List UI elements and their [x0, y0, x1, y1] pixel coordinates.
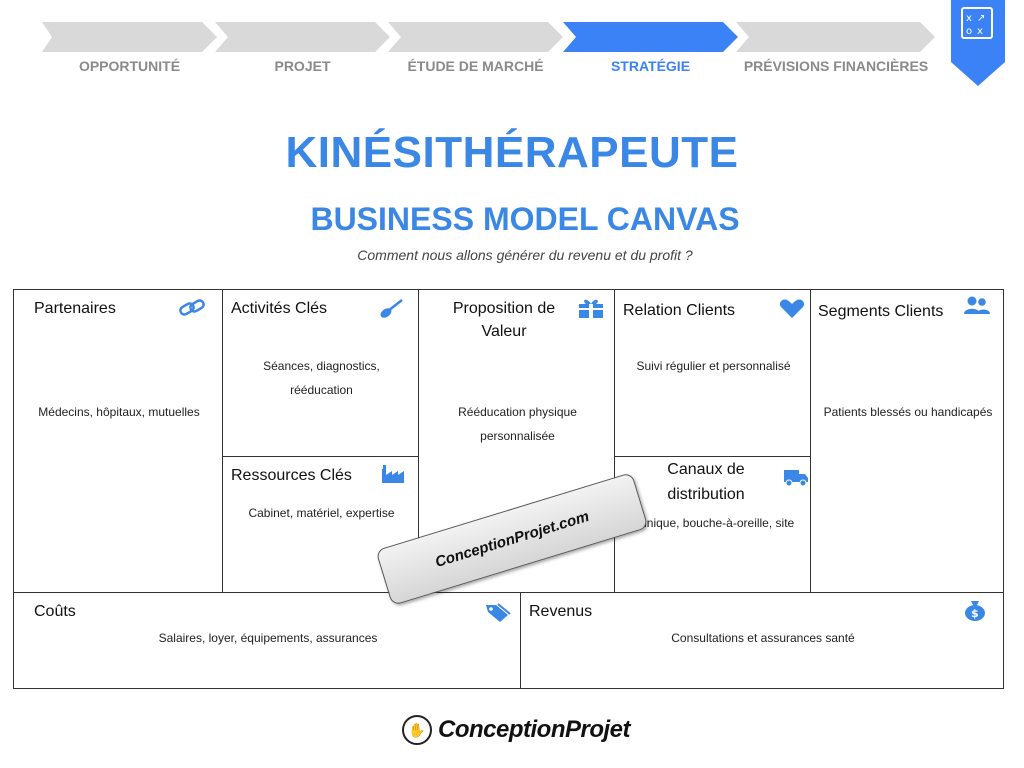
proposition-title-2: Valeur [481, 323, 527, 340]
svg-text:o: o [966, 26, 972, 37]
proposition-text-1: Rééducation physique [458, 405, 577, 419]
step-label-strategie: STRATÉGIE [610, 58, 691, 74]
partenaires-title: Partenaires [34, 300, 116, 317]
logo-icon: ✋ [402, 715, 432, 745]
svg-text:$: $ [971, 607, 979, 620]
ressources-title: Ressources Clés [231, 467, 352, 484]
step-projet[interactable] [215, 22, 390, 52]
step-label-etude: ÉTUDE DE MARCHÉ [407, 58, 544, 74]
factory-icon [382, 465, 404, 483]
segments-title: Segments Clients [818, 303, 944, 320]
svg-text:x: x [977, 26, 983, 37]
cell-segments-clients: Segments Clients Patients blessés ou han… [810, 289, 1004, 593]
revenus-title: Revenus [529, 603, 593, 620]
relation-text: Suivi régulier et personnalisé [636, 359, 791, 373]
activites-title: Activités Clés [231, 300, 328, 317]
page-tagline: Comment nous allons générer du revenu et… [357, 247, 693, 263]
couts-text: Salaires, loyer, équipements, assurances [158, 631, 378, 645]
truck-icon [784, 470, 808, 487]
canaux-title-2: distribution [667, 486, 745, 503]
cell-revenus: Revenus $ Consultations et assurances sa… [520, 592, 1004, 689]
couts-title: Coûts [34, 603, 76, 620]
tag-icon [486, 603, 511, 622]
step-label-projet: PROJET [274, 58, 331, 74]
cell-canaux-distribution: Canaux de distribution Clinique, bouche-… [614, 456, 811, 593]
logo-text: ConceptionProjet [438, 716, 631, 743]
cell-activites-cles: Activités Clés Séances, diagnostics, réé… [222, 289, 419, 457]
relation-title: Relation Clients [623, 302, 736, 319]
partenaires-text: Médecins, hôpitaux, mutuelles [38, 405, 200, 419]
activites-text-1: Séances, diagnostics, [263, 359, 380, 373]
users-icon [964, 296, 990, 314]
progress-steps: OPPORTUNITÉ PROJET ÉTUDE DE MARCHÉ STRAT… [42, 22, 942, 74]
svg-text:↗: ↗ [977, 13, 985, 24]
business-model-canvas: Partenaires Médecins, hôpitaux, mutuelle… [13, 289, 1004, 689]
page-subtitle: BUSINESS MODEL CANVAS [310, 201, 740, 237]
gift-icon [579, 299, 603, 318]
svg-text:x: x [966, 13, 972, 24]
cell-couts: Coûts Salaires, loyer, équipements, assu… [13, 592, 521, 689]
activites-text-2: rééducation [290, 383, 353, 397]
cell-relation-clients: Relation Clients Suivi régulier et perso… [614, 289, 811, 457]
step-label-opportunite: OPPORTUNITÉ [78, 58, 181, 74]
cell-partenaires: Partenaires Médecins, hôpitaux, mutuelle… [13, 289, 223, 593]
money-bag-icon: $ [965, 601, 985, 621]
strategy-bookmark-badge[interactable]: x ↗ o x [951, 0, 1005, 86]
link-icon [179, 299, 205, 316]
canaux-title-1: Canaux de [667, 461, 745, 478]
step-opportunite[interactable] [42, 22, 217, 52]
step-label-previsions: PRÉVISIONS FINANCIÈRES [743, 58, 929, 74]
shovel-icon [380, 299, 403, 318]
footer-logo[interactable]: ✋ ConceptionProjet [402, 712, 631, 748]
cell-ressources-cles: Ressources Clés Cabinet, matériel, exper… [222, 456, 419, 593]
segments-text: Patients blessés ou handicapés [823, 405, 993, 419]
step-etude-de-marche[interactable] [388, 22, 563, 52]
step-strategie[interactable] [563, 22, 738, 52]
page-title: KINÉSITHÉRAPEUTE [285, 128, 739, 177]
revenus-text: Consultations et assurances santé [671, 631, 855, 645]
step-previsions-financieres[interactable] [736, 22, 936, 52]
proposition-title-1: Proposition de [452, 300, 556, 317]
canaux-text: Clinique, bouche-à-oreille, site [632, 516, 795, 530]
heart-icon [779, 299, 805, 318]
ressources-text: Cabinet, matériel, expertise [248, 506, 395, 520]
proposition-text-2: personnalisée [480, 429, 555, 443]
